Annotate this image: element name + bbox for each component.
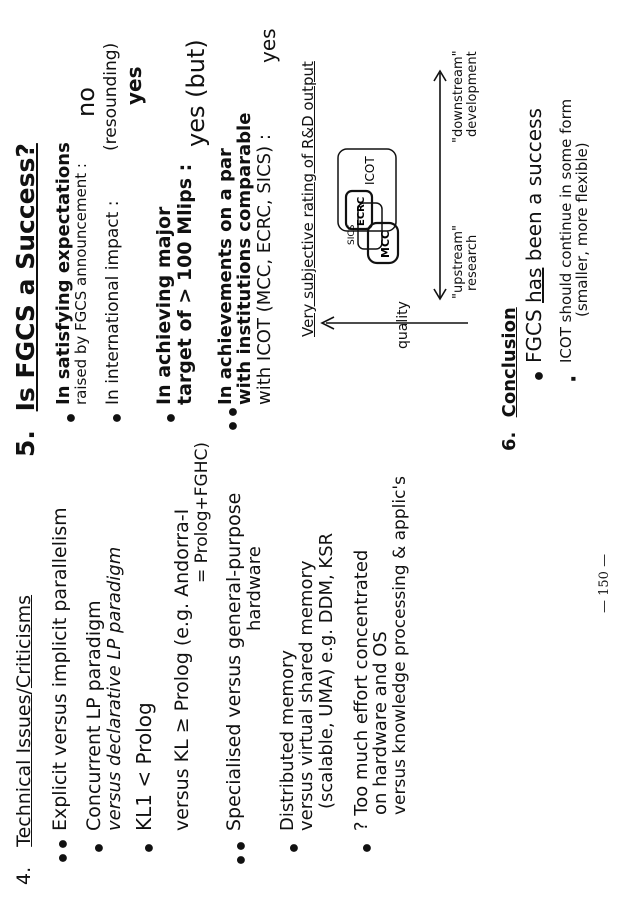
icot-label: ICOT [363, 156, 377, 185]
page-number: — 150 — [597, 553, 612, 613]
bullet-c2: · [562, 374, 587, 383]
quality-label: quality [395, 301, 411, 349]
heading-technical-issues: Technical Issues [13, 694, 35, 847]
bullet-q1: • [60, 410, 85, 425]
bullet-c1: • [528, 368, 553, 383]
answer-yes-impact: yes [122, 66, 146, 105]
answer-no: no [72, 87, 100, 117]
quality-arrow-head [320, 316, 335, 330]
question-impact: In international impact : [103, 200, 123, 405]
question-achievements: In achievements on a par with institutio… [215, 112, 275, 405]
issue-kl-prolog: versus KL ≥ Prolog (e.g. Andorra-I = Pro… [171, 441, 212, 831]
issue-memory: Distributed memory versus virtual shared… [277, 532, 337, 831]
heading-is-fgcs-success: Is FGCS a Success? [11, 143, 40, 412]
bullet-q2: • [106, 410, 131, 425]
bullet-3: • [138, 840, 163, 855]
conclusion-success: FGCS has been a success [522, 108, 546, 363]
bullet-6: • [356, 840, 381, 855]
question-target: In achieving major target of > 100 Mlips… [153, 163, 196, 405]
heading-slash: / [13, 688, 35, 695]
bullet-5: • [283, 840, 308, 855]
answer-resounding: (resounding) [101, 42, 121, 151]
conclusion-icot: ICOT should continue in some form (small… [557, 98, 592, 363]
question-expectations: In satisfying expectations raised by FGC… [53, 142, 91, 405]
section-6-heading: 6. Conclusion [499, 307, 520, 451]
double-bullet-4: •• [230, 838, 255, 867]
answer-yes-but: yes (but) [182, 39, 210, 147]
quality-diagram: MCC SICS ECRC ICOT [320, 69, 468, 330]
ecrc-box [344, 189, 374, 231]
issue-lp-paradigm: Concurrent LP paradigm versus declarativ… [83, 546, 125, 831]
mcc-label: MCC [379, 231, 392, 258]
left-arrow-head [433, 288, 447, 301]
issue-hardware: Specialised versus general-purpose hardw… [223, 492, 265, 831]
upstream-label: "upstream" research [451, 224, 481, 299]
section-number: 4. [13, 866, 35, 885]
diagram-title: Very subjective rating of R&D output [299, 61, 317, 337]
section-4-heading: 4. Technical Issues/Criticisms [13, 594, 35, 885]
sics-box [357, 202, 383, 250]
bullet-q3: • [160, 410, 185, 425]
double-bullet-1: •• [52, 836, 77, 865]
downstream-label: "downstream" development [451, 50, 481, 143]
issue-parallelism: Explicit versus implicit parallelism [49, 507, 71, 831]
double-bullet-q4: •• [222, 404, 247, 433]
icot-box [337, 148, 397, 232]
ecrc-label: ECRC [356, 197, 367, 226]
sics-label: SICS [347, 224, 357, 245]
bullet-2: • [88, 840, 113, 855]
section-5-heading: 5. Is FGCS a Success? [11, 143, 40, 457]
issue-kl1-prolog: KL1 < Prolog [132, 702, 156, 831]
heading-conclusion: Conclusion [499, 307, 520, 418]
right-arrow-head [433, 69, 447, 82]
issue-effort: ? Too much effort concentrated on hardwa… [351, 476, 410, 831]
heading-criticisms: Criticisms [13, 594, 35, 689]
mcc-box [366, 221, 400, 265]
answer-yes-achievements: yes [256, 28, 280, 63]
